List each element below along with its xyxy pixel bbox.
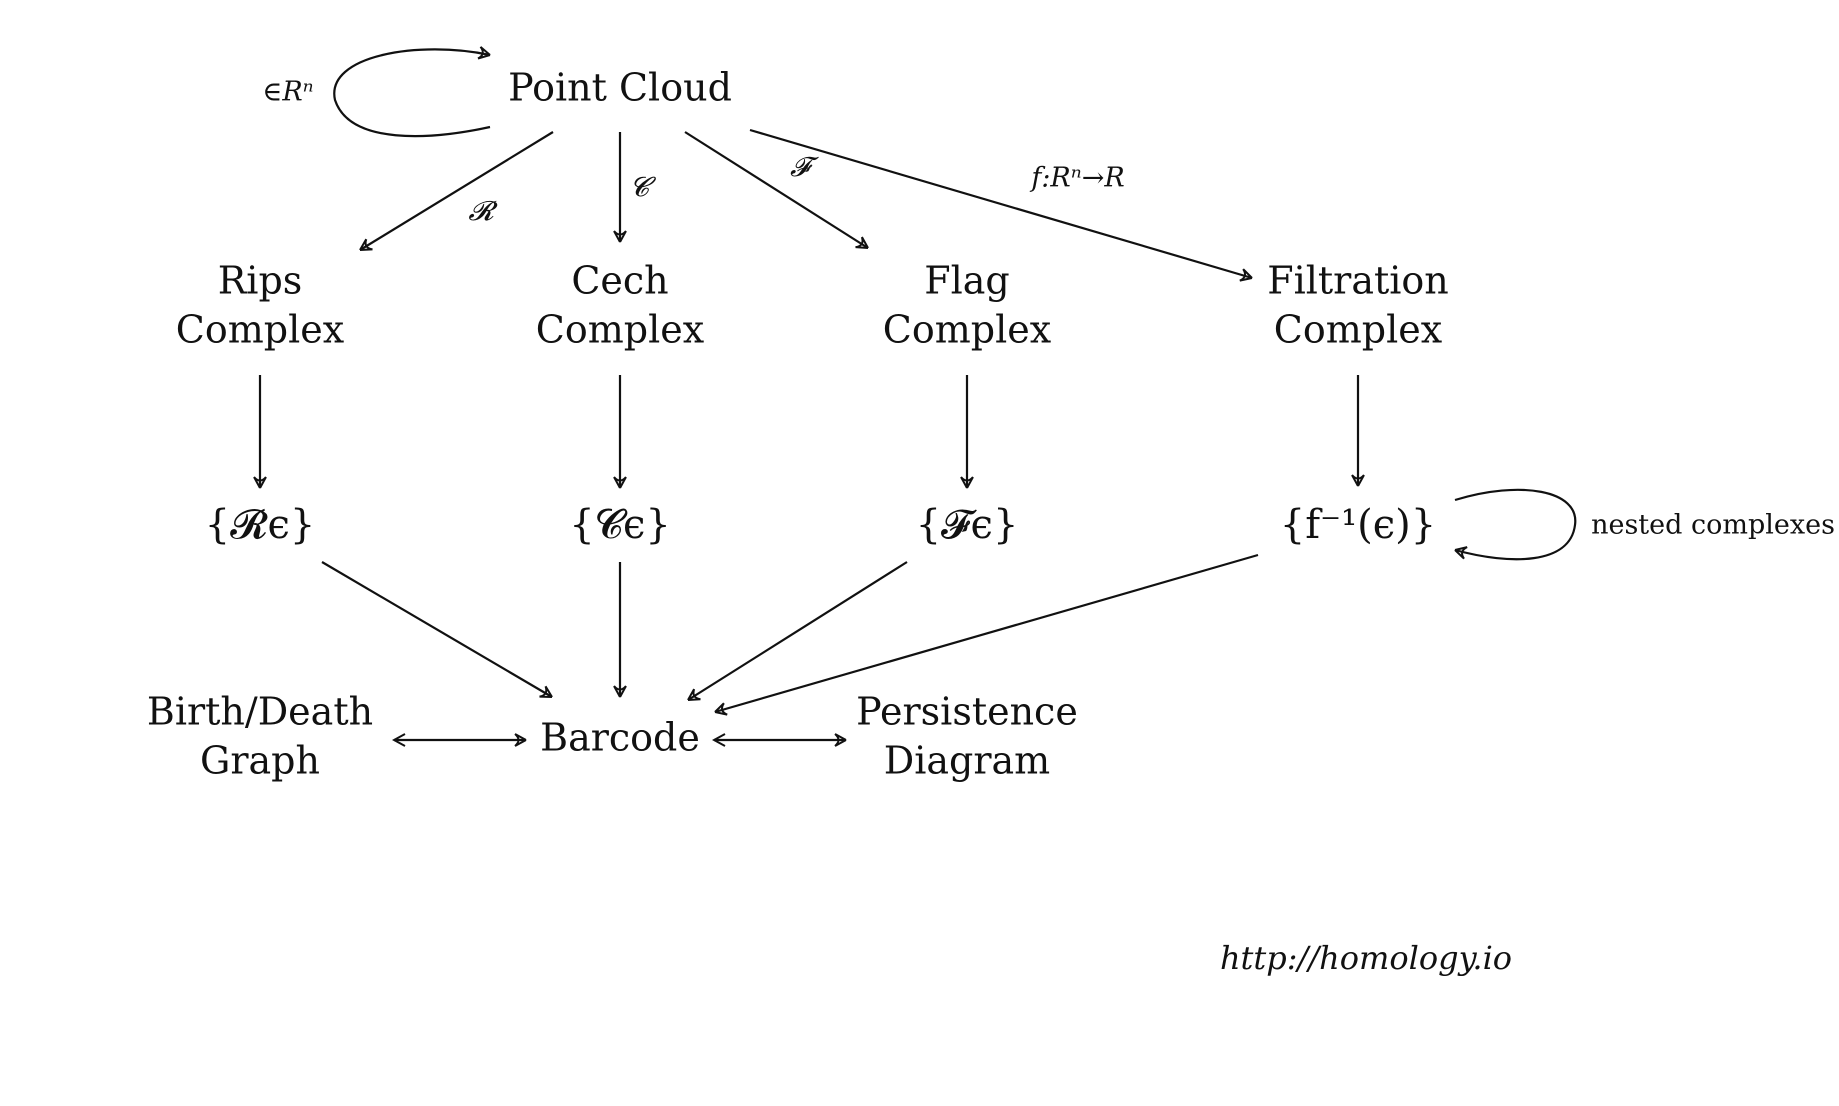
node-filt-line2: Complex: [1273, 308, 1443, 352]
edge-label-nested-complexes: nested complexes: [1591, 509, 1835, 541]
node-cech-set-label: {𝓒ϵ}: [569, 502, 671, 548]
node-bd-line2: Graph: [200, 739, 320, 783]
footer-url: http://homology.io: [1219, 939, 1513, 977]
node-rips-complex: Rips Complex: [176, 257, 344, 356]
edge-self-loop-filtration: [1454, 488, 1577, 561]
node-pd-line2: Diagram: [883, 739, 1051, 783]
edge-rips-set-barcode: [321, 561, 553, 698]
edge-flag-set-barcode: [687, 561, 908, 701]
edge-label-filtration: f:Rⁿ→R: [1031, 162, 1125, 194]
node-birth-death-graph: Birth/Death Graph: [147, 688, 373, 787]
node-flag-set: {𝓕ϵ}: [916, 499, 1019, 551]
edge-pc-flag: [684, 131, 869, 249]
node-cech-line1: Cech: [571, 258, 669, 303]
node-barcode-label: Barcode: [540, 715, 700, 760]
node-bd-line1: Birth/Death: [146, 689, 374, 734]
node-barcode: Barcode: [540, 713, 700, 762]
edge-pc-rips: [359, 131, 554, 251]
node-point-cloud: Point Cloud: [508, 63, 732, 112]
node-flag-line1: Flag: [924, 258, 1010, 303]
edge-self-loop-point-cloud: [333, 46, 491, 138]
node-flag-line2: Complex: [882, 308, 1052, 352]
node-cech-complex: Cech Complex: [536, 257, 704, 356]
node-rips-line1: Rips: [217, 258, 303, 303]
edge-label-cech: 𝓒: [629, 172, 649, 203]
node-persistence-diagram: Persistence Diagram: [856, 688, 1078, 787]
node-rips-set: {𝓡ϵ}: [205, 499, 316, 551]
node-filtration-complex: Filtration Complex: [1267, 257, 1449, 356]
edge-label-rips: 𝓡: [468, 196, 494, 227]
edge-label-self-loop-pc: ∈Rⁿ: [262, 76, 314, 108]
node-flag-set-label: {𝓕ϵ}: [915, 502, 1019, 548]
node-rips-line2: Complex: [175, 308, 345, 352]
node-filt-set-label: {f⁻¹(ϵ)}: [1279, 502, 1437, 548]
node-point-cloud-label: Point Cloud: [508, 65, 732, 110]
node-filtration-set: {f⁻¹(ϵ)}: [1280, 499, 1436, 551]
edge-filt-set-barcode: [714, 553, 1259, 716]
node-cech-set: {𝓒ϵ}: [569, 499, 671, 551]
node-flag-complex: Flag Complex: [883, 257, 1051, 356]
edge-label-flag: 𝓕: [790, 152, 810, 183]
node-filt-line1: Filtration: [1267, 258, 1449, 303]
node-rips-set-label: {𝓡ϵ}: [204, 502, 316, 548]
node-pd-line1: Persistence: [856, 689, 1078, 734]
node-cech-line2: Complex: [535, 308, 705, 352]
edge-pc-filtration: [749, 128, 1253, 282]
